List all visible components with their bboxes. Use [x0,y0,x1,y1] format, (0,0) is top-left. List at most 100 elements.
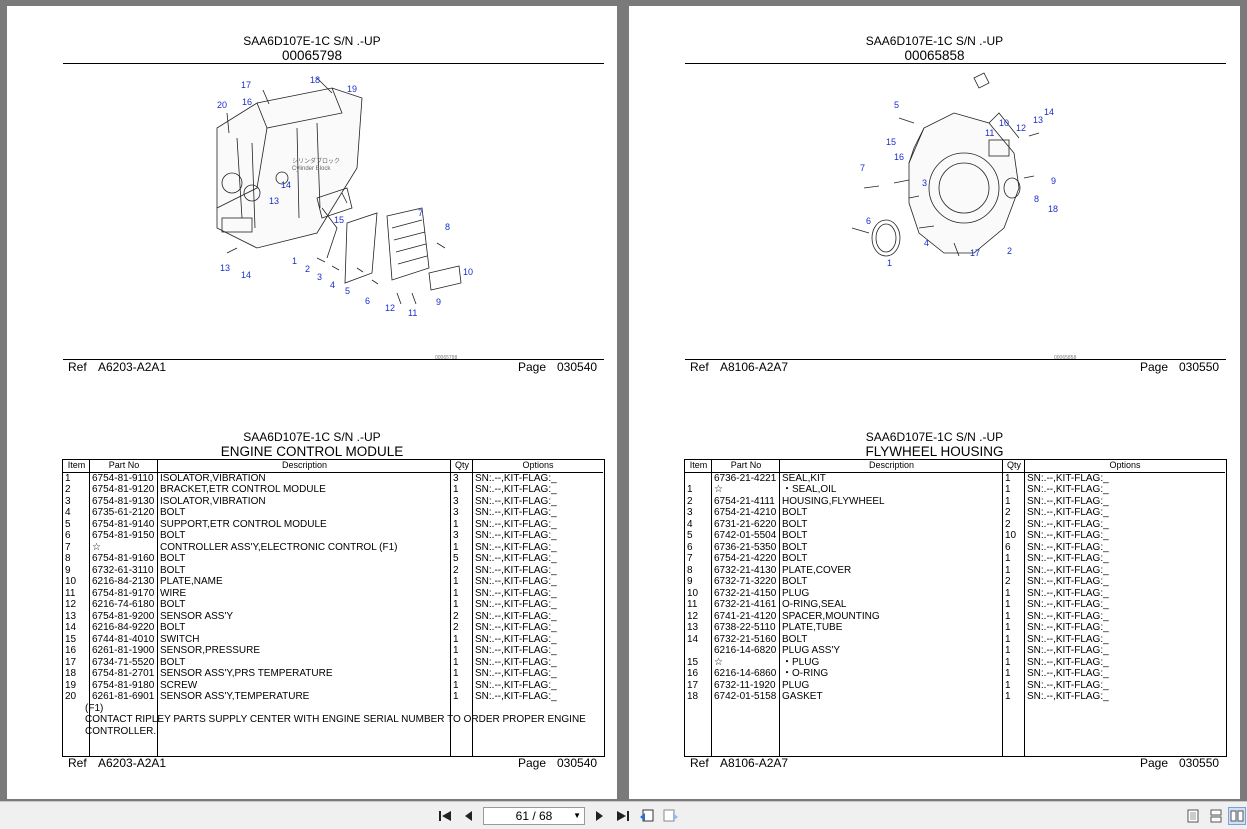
cell-description: SENSOR,PRESSURE [160,645,261,656]
column-header-description: Description [780,460,1003,473]
cell-options: SN:.--,KIT-FLAG:_ [475,633,557,645]
column-divider [1024,460,1025,756]
cell-options: SN:.--,KIT-FLAG:_ [475,541,557,553]
cell-options: SN:.--,KIT-FLAG:_ [475,576,557,587]
cell-qty: 2 [1005,507,1011,518]
cell-description: ISOLATOR,VIBRATION [160,495,266,507]
cell-qty: 1 [453,518,459,530]
callout-number: 2 [305,264,310,274]
single-page-view-icon[interactable] [1184,807,1202,825]
cell-item [685,645,712,657]
column-divider [711,460,712,756]
column-divider [89,460,90,756]
cell-qty: 1 [1005,633,1011,645]
callout-number: 17 [241,80,251,90]
two-page-view-icon[interactable] [1228,807,1246,825]
parts-list-title: ENGINE CONTROL MODULE [220,444,404,459]
page-number: 030540 [557,360,598,374]
cell-description: ・SEAL,OIL [782,484,837,495]
cell-item: 2 [687,495,693,507]
cell-item: 1 [687,484,693,495]
cell-options: SN:.--,KIT-FLAG:_ [1027,691,1109,702]
cell-part-no: 6732-61-3110 [92,564,154,576]
callout-number: 11 [985,128,994,138]
cell-options: SN:.--,KIT-FLAG:_ [475,622,557,633]
callout-number: 14 [281,180,291,190]
cell-part-no: 6744-81-4010 [92,633,155,645]
cell-options: SN:.--,KIT-FLAG:_ [1027,633,1109,645]
callout-number: 12 [1016,123,1026,133]
cell-part-no: 6754-81-9150 [92,530,155,541]
cell-qty: 2 [453,564,459,576]
cell-item: 1 [65,472,71,484]
ref-label: Ref [68,756,87,770]
cell-part-no: 6734-71-5520 [92,656,155,668]
page-number-select[interactable]: 61 / 68 ▼ [483,807,585,825]
cell-description: BOLT [160,656,186,668]
cell-description: SCREW [160,679,198,691]
cell-options: SN:.--,KIT-FLAG:_ [1027,668,1109,679]
document-page-left: SAA6D107E-1C S/N .-UP 00065798 [7,6,617,799]
previous-page-icon[interactable] [459,807,477,825]
cell-qty: 3 [453,530,459,541]
cell-description: ISOLATOR,VIBRATION [160,472,266,484]
go-back-icon[interactable] [638,807,656,825]
header-rule [685,63,1226,64]
callout-number: 13 [220,263,230,273]
cell-qty: 10 [1005,530,1017,541]
first-page-icon[interactable] [436,807,454,825]
cell-options: SN:.--,KIT-FLAG:_ [1027,518,1109,530]
cell-options: SN:.--,KIT-FLAG:_ [475,518,557,530]
continuous-view-icon[interactable] [1207,807,1225,825]
callout-number: 10 [463,267,473,277]
cell-options: SN:.--,KIT-FLAG:_ [1027,472,1109,484]
next-page-icon[interactable] [591,807,609,825]
cell-qty: 1 [453,691,459,702]
cell-description: PLUG [782,679,810,691]
cell-qty: 1 [453,541,459,553]
last-page-icon[interactable] [614,807,632,825]
cell-qty: 3 [453,472,459,484]
cell-item: 11 [65,587,76,599]
cell-qty: 1 [453,668,459,679]
cell-description: SWITCH [160,633,200,645]
cell-options: SN:.--,KIT-FLAG:_ [1027,622,1109,633]
cell-description: BRACKET,ETR CONTROL MODULE [160,484,326,495]
cell-description: SENSOR ASS'Y [160,610,234,622]
cell-item: 18 [65,668,77,679]
callout-number: 10 [999,118,1009,128]
cell-qty: 1 [1005,656,1011,668]
go-forward-icon[interactable] [662,807,680,825]
cell-item: 10 [687,587,699,599]
cell-item: 13 [687,622,699,633]
ref-label: Ref [690,360,709,374]
callout-number: 4 [924,238,929,248]
callout-number: 8 [1034,194,1039,204]
column-header-item: Item [63,460,90,473]
chevron-down-icon: ▼ [573,811,581,820]
cell-part-no: 6732-11-1920 [714,679,776,691]
cell-part-no: 6754-81-9120 [92,484,155,495]
cell-part-no: 6732-21-5160 [714,633,777,645]
cell-options: SN:.--,KIT-FLAG:_ [1027,679,1109,691]
callout-number: 15 [886,137,896,147]
diagram-model-title: SAA6D107E-1C S/N .-UP [865,34,1004,48]
cell-options: SN:.--,KIT-FLAG:_ [1027,553,1109,564]
cell-item: 11 [687,599,698,610]
cell-part-no: 6216-74-6180 [92,599,155,610]
parts-model-title: SAA6D107E-1C S/N .-UP [243,430,381,444]
cell-part-no: 6261-81-1900 [92,645,155,656]
cell-qty: 5 [453,553,459,564]
parts-table-frame [62,459,605,757]
cell-qty: 1 [1005,668,1011,679]
cell-part-no: 6754-81-9170 [92,587,155,599]
cell-item: 14 [65,622,77,633]
